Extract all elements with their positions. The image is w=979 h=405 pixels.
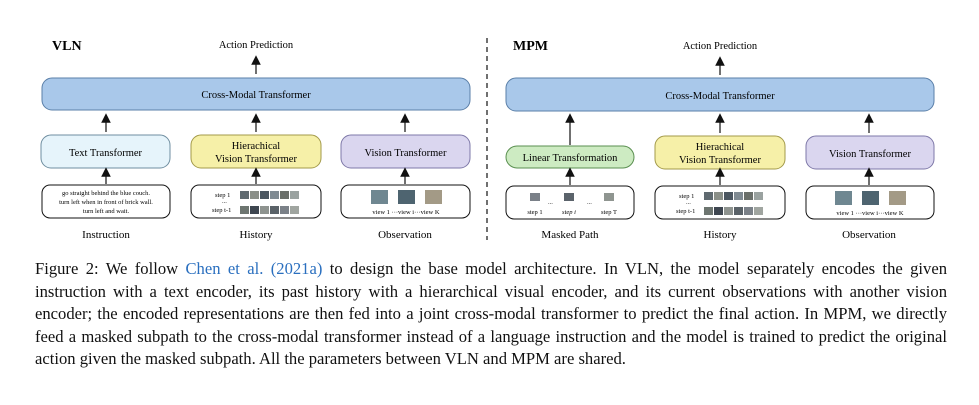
figure-caption: Figure 2: We follow Chen et al. (2021a) … <box>35 258 947 371</box>
mpm-history-step1: step 1 <box>679 193 694 200</box>
vln-instruction-line-1: go straight behind the blue couch. <box>62 190 150 197</box>
vln-history-stept: step t-1 <box>212 207 231 214</box>
vln-text-transformer-label: Text Transformer <box>69 148 143 159</box>
mpm-section-label: MPM <box>513 39 548 54</box>
vln-vision-transformer-label: Vision Transformer <box>365 148 447 159</box>
vln-instruction-line-3: turn left and wait. <box>83 208 130 215</box>
mpm-label-history: History <box>704 229 738 241</box>
vln-action-prediction: Action Prediction <box>219 40 294 51</box>
vln-section-label: VLN <box>52 39 82 54</box>
vln-history-step1: step 1 <box>215 192 230 199</box>
vln-instruction-line-2: turn left when in front of brick wall. <box>59 199 153 206</box>
vln-cross-modal-label: Cross-Modal Transformer <box>201 90 311 101</box>
mpm-path-dots-2: ... <box>587 199 592 206</box>
mpm-action-prediction: Action Prediction <box>683 41 758 52</box>
vln-cross-modal-transformer <box>41 77 471 111</box>
mpm-masked-path-thumbnails <box>530 193 614 201</box>
vln-history-thumbnails <box>240 191 299 214</box>
mpm-label-masked-path: Masked Path <box>541 229 599 241</box>
architecture-figure: VLN Action Prediction Cross-Modal Transf… <box>40 38 935 241</box>
mpm-path-dots-1: ... <box>548 199 553 206</box>
vln-observation-caption: view 1 ···view i···view K <box>372 209 439 216</box>
vln-hier-label-2: Vision Transformer <box>215 154 297 165</box>
vln-label-instruction: Instruction <box>82 229 130 241</box>
mpm-vision-transformer-label: Vision Transformer <box>829 149 911 160</box>
mpm-path-stepi: step i <box>562 209 576 216</box>
citation-author-link[interactable]: Chen et al. <box>185 259 264 278</box>
mpm-hier-label-2: Vision Transformer <box>679 155 761 166</box>
vln-instruction-box <box>41 184 171 219</box>
mpm-history-thumbnails <box>704 192 763 215</box>
mpm-hier-label-1: Hierachical <box>696 142 744 153</box>
mpm-history-dots: ... <box>686 199 691 206</box>
vln-history-dots: ... <box>222 198 227 205</box>
caption-prefix: Figure 2: We follow <box>35 259 186 278</box>
mpm-cross-modal-label: Cross-Modal Transformer <box>665 91 775 102</box>
mpm-path-step1: step 1 <box>527 209 542 216</box>
mpm-label-observation: Observation <box>842 229 896 241</box>
vln-label-observation: Observation <box>378 229 432 241</box>
vln-hier-label-1: Hierachical <box>232 141 280 152</box>
mpm-linear-label: Linear Transformation <box>523 153 619 164</box>
caption-body: to design the base model architecture. I… <box>35 259 947 369</box>
vln-observation-views <box>371 190 442 204</box>
mpm-history-stept: step t-1 <box>676 208 695 215</box>
mpm-observation-views <box>835 191 906 205</box>
citation-year-link[interactable]: (2021a) <box>270 259 323 278</box>
mpm-observation-caption: view 1 ···view i···view K <box>836 210 903 217</box>
vln-label-history: History <box>240 229 274 241</box>
architecture-diagram: VLN Action Prediction Cross-Modal Transf… <box>40 38 935 241</box>
mpm-path-stepT: step T <box>601 209 617 216</box>
mpm-cross-modal-transformer <box>505 77 935 112</box>
